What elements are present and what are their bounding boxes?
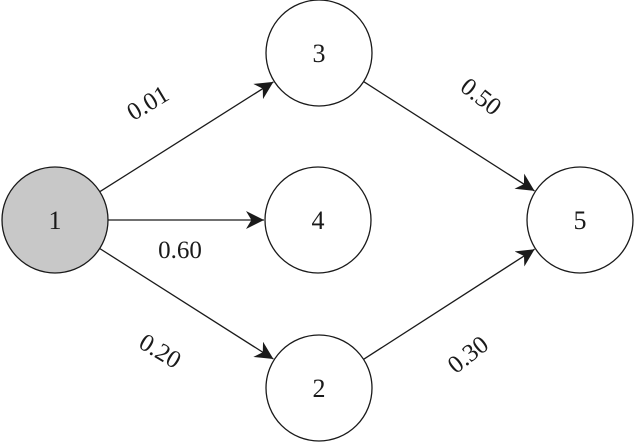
node-2: 2 [265, 334, 373, 442]
node-circle-3 [265, 0, 373, 107]
node-1: 1 [1, 166, 109, 274]
node-circle-2 [265, 334, 373, 442]
node-circle-5 [526, 166, 634, 274]
edge-line-1-2 [99, 247, 274, 360]
edge-line-1-3 [99, 81, 274, 193]
node-3: 3 [265, 0, 373, 107]
node-4: 4 [264, 166, 372, 274]
node-label-2: 2 [313, 374, 326, 403]
edge-weight-1-4: 0.60 [158, 237, 202, 264]
node-5: 5 [526, 166, 634, 274]
edge-1-3: 0.01 [99, 81, 274, 193]
edge-weight-1-3: 0.01 [122, 81, 173, 127]
edge-2-5: 0.30 [363, 248, 535, 379]
edge-weight-3-5: 0.50 [455, 73, 506, 121]
edge-3-5: 0.50 [363, 73, 535, 192]
edge-line-3-5 [363, 81, 535, 192]
edge-line-2-5 [363, 248, 535, 360]
node-label-3: 3 [313, 39, 326, 68]
node-label-5: 5 [574, 206, 587, 235]
edge-1-2: 0.20 [99, 247, 274, 375]
edge-1-4: 0.60 [108, 211, 264, 264]
node-circle-1 [1, 166, 109, 274]
edge-weight-1-2: 0.20 [134, 329, 185, 375]
node-label-4: 4 [312, 206, 325, 235]
node-label-1: 1 [49, 206, 62, 235]
edge-weight-2-5: 0.30 [443, 331, 494, 379]
node-circle-4 [264, 166, 372, 274]
